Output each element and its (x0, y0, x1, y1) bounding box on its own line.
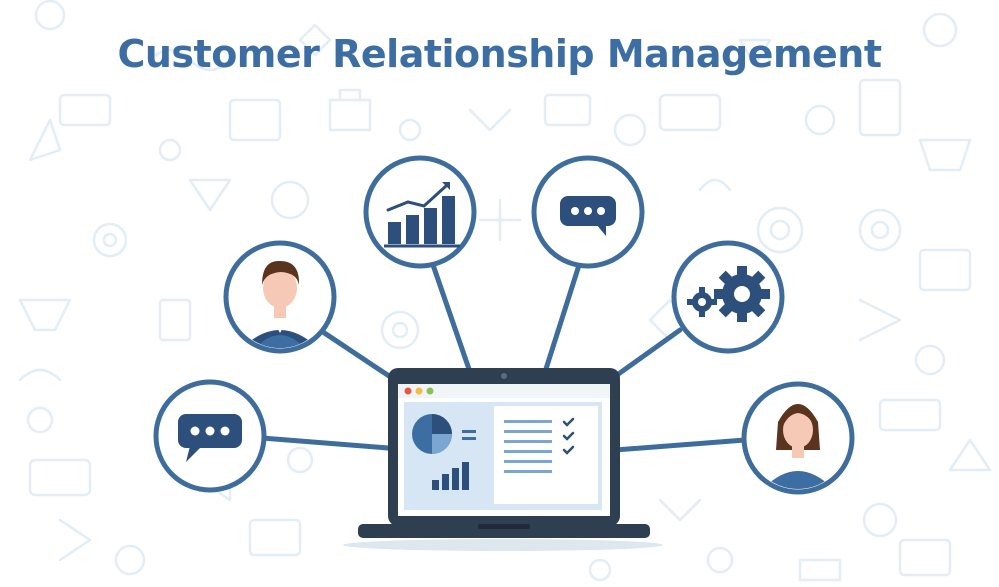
bar-chart-growth-icon (363, 155, 477, 269)
gears-icon (671, 240, 785, 354)
person-female-icon (741, 381, 855, 495)
laptop-dashboard-icon (343, 368, 663, 551)
person-male-icon (223, 240, 337, 354)
page-title: Customer Relationship Management (117, 32, 882, 76)
chat-bubble-icon (153, 379, 267, 493)
connector-lines (259, 259, 748, 453)
chat-bubble-icon (531, 155, 645, 269)
